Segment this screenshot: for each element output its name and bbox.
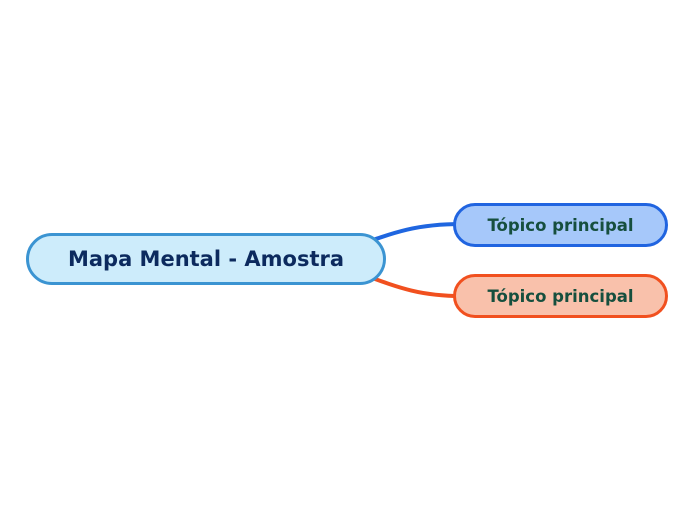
child-node-top[interactable]: Tópico principal bbox=[453, 203, 668, 247]
root-node-label: Mapa Mental - Amostra bbox=[67, 247, 345, 271]
root-node[interactable]: Mapa Mental - Amostra bbox=[26, 233, 386, 285]
child-node-top-label: Tópico principal bbox=[487, 215, 634, 235]
child-node-bottom[interactable]: Tópico principal bbox=[453, 274, 668, 318]
child-node-bottom-label: Tópico principal bbox=[487, 286, 634, 306]
